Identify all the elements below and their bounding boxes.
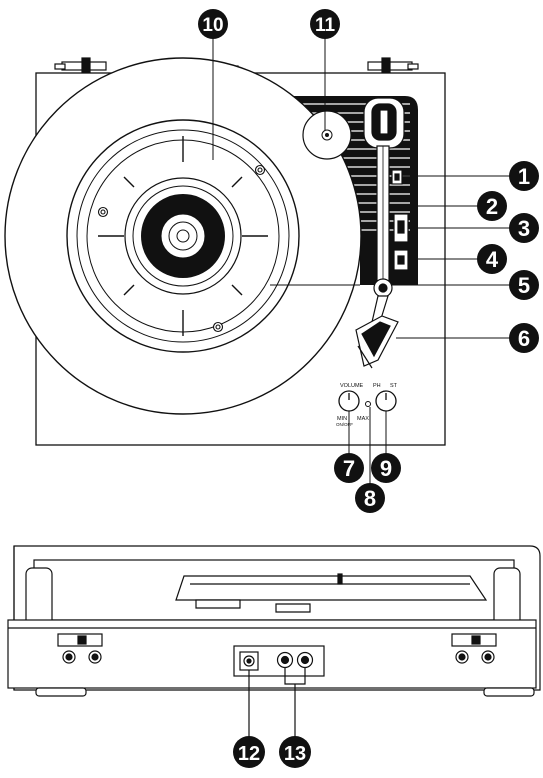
callout-6-label: 6 [518, 326, 530, 351]
adapter-45 [302, 110, 352, 160]
callout-2: 2 [477, 191, 507, 221]
foot-left [35, 687, 87, 697]
label-st: ST [390, 383, 398, 389]
lid-hinge-right [493, 567, 521, 627]
callout-13: 13 [279, 736, 311, 768]
pointer-lines-right [270, 175, 512, 339]
label-min: MIN [337, 416, 347, 422]
callout-13-label: 13 [284, 743, 306, 765]
callout-10: 10 [198, 9, 228, 39]
platter-screws [97, 164, 266, 333]
rca-outputs[interactable] [276, 651, 314, 669]
callout-1-label: 1 [518, 164, 530, 189]
callout-5-label: 5 [518, 273, 530, 298]
label-volume: VOLUME [340, 383, 364, 389]
callout-12: 12 [233, 736, 265, 768]
callout-8-label: 8 [364, 486, 376, 511]
tonearm [355, 97, 409, 369]
knob-ph-st[interactable] [375, 390, 397, 412]
label-max: MAX [357, 416, 369, 422]
callout-7: 7 [334, 453, 364, 483]
pointer-lines-bottom [348, 407, 387, 484]
pointer-lines-top [212, 38, 326, 160]
callout-3: 3 [509, 213, 539, 243]
callout-7-label: 7 [343, 456, 355, 481]
rear-hinge-right [451, 633, 497, 664]
callout-10-label: 10 [202, 15, 223, 36]
rear-hinge-left [57, 633, 103, 664]
hinge-left [54, 57, 107, 73]
foot-right [483, 687, 535, 697]
power-led [365, 401, 371, 407]
dc-jack[interactable] [239, 651, 259, 671]
label-ph: PH [373, 383, 381, 389]
callout-2-label: 2 [486, 194, 498, 219]
callout-6: 6 [509, 323, 539, 353]
callout-4: 4 [477, 244, 507, 274]
callout-4-label: 4 [486, 247, 499, 272]
rear-view [7, 545, 541, 738]
callout-11-label: 11 [315, 15, 336, 36]
lid-hinge-left [25, 567, 53, 627]
callout-3-label: 3 [518, 216, 530, 241]
knob-volume[interactable] [338, 390, 360, 412]
platter-ticks [98, 136, 268, 336]
callout-9-label: 9 [380, 456, 392, 481]
callout-9: 9 [371, 453, 401, 483]
top-view: VOLUME PH ST MIN ON/OFF MAX [4, 38, 512, 484]
center-label [141, 194, 225, 278]
callout-5: 5 [509, 270, 539, 300]
callout-1: 1 [509, 161, 539, 191]
hinge-right [367, 57, 419, 73]
callout-11: 11 [310, 9, 340, 39]
callout-8: 8 [355, 483, 385, 513]
label-onoff: ON/OFF [336, 422, 353, 427]
callout-12-label: 12 [238, 743, 260, 765]
